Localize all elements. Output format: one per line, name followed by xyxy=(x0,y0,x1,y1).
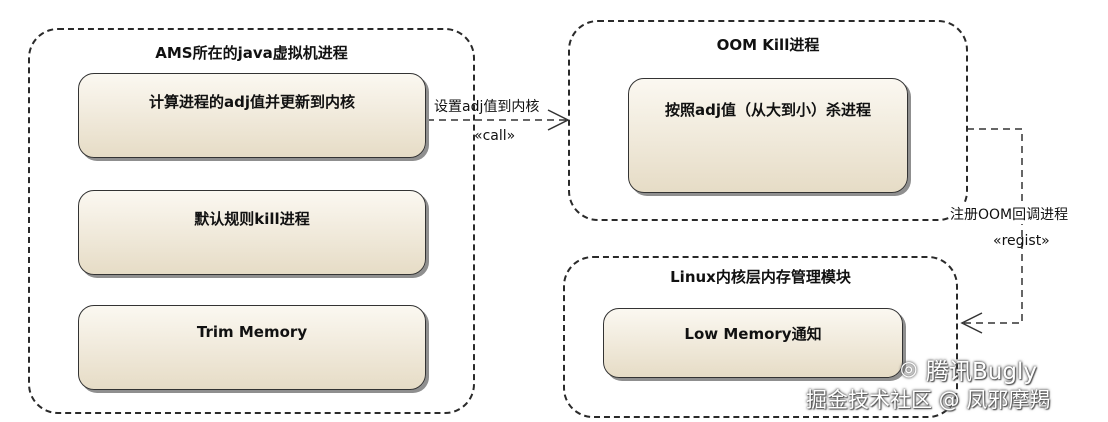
edge-call-label: 设置adj值到内核 xyxy=(434,99,540,115)
group-kernel-title: Linux内核层内存管理模块 xyxy=(670,268,851,286)
group-ams-title: AMS所在的java虚拟机进程 xyxy=(155,44,348,62)
node-kill-by-adj: 按照adj值（从大到小）杀进程 xyxy=(628,78,908,193)
node-calc-adj: 计算进程的adj值并更新到内核 xyxy=(78,73,426,158)
node-calc-adj-label: 计算进程的adj值并更新到内核 xyxy=(148,93,355,111)
edge-regist-line xyxy=(962,128,1023,324)
group-oom-kill-process: OOM Kill进程 xyxy=(568,20,968,221)
node-low-memory: Low Memory通知 xyxy=(603,308,903,378)
node-trim-memory-label: Trim Memory xyxy=(196,323,308,341)
wechat-icon: ◎ xyxy=(900,356,918,380)
watermark-line-1: 腾讯Bugly xyxy=(926,359,1037,385)
node-default-kill: 默认规则kill进程 xyxy=(78,190,426,275)
group-linux-kernel-memory: Linux内核层内存管理模块 xyxy=(563,256,958,418)
node-trim-memory: Trim Memory xyxy=(78,305,426,390)
group-oom-title: OOM Kill进程 xyxy=(716,36,820,54)
watermark: ◎ 腾讯Bugly 掘金技术社区 @ 凤邪摩羯 xyxy=(806,352,1102,420)
watermark-line-2: 掘金技术社区 @ 凤邪摩羯 xyxy=(806,388,1051,412)
edge-regist-arrowhead xyxy=(960,312,983,334)
edge-regist-label: 注册OOM回调进程 xyxy=(950,204,1069,224)
edge-regist-stereotype: «regist» xyxy=(993,233,1050,249)
group-ams-java-vm-process: AMS所在的java虚拟机进程 xyxy=(28,28,475,414)
node-default-kill-label: 默认规则kill进程 xyxy=(194,210,310,228)
edge-call-stereotype: «call» xyxy=(474,128,516,144)
node-low-memory-label: Low Memory通知 xyxy=(684,325,822,343)
node-kill-by-adj-label: 按照adj值（从大到小）杀进程 xyxy=(664,101,871,119)
